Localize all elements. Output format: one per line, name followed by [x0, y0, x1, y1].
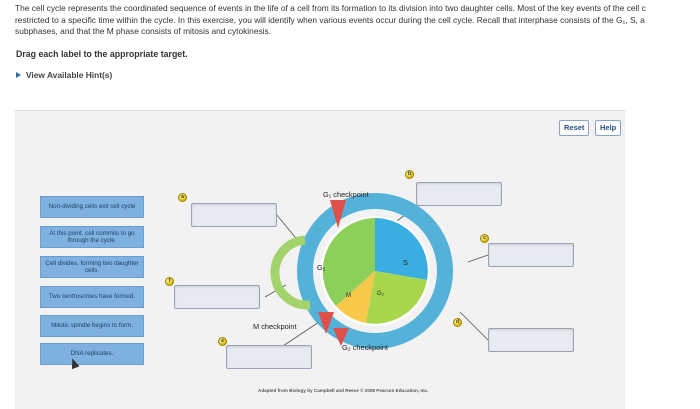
label-spindle[interactable]: Mitotic spindle begins to form.: [40, 315, 144, 337]
view-hints-toggle[interactable]: View Available Hint(s): [16, 70, 112, 80]
label-text: Mitotic spindle begins to form.: [51, 322, 133, 330]
marker-f-icon: f: [165, 277, 174, 286]
label-centrosomes[interactable]: Two centrosomes have formed.: [40, 286, 144, 308]
label-text: Cell divides, forming two daughter cells…: [45, 259, 139, 275]
reset-button[interactable]: Reset: [559, 120, 590, 136]
expand-triangle-icon: [16, 72, 21, 78]
s-phase-label: S: [403, 258, 408, 267]
drop-target-e[interactable]: [226, 345, 312, 369]
g0-loop: [270, 235, 311, 310]
drop-target-f[interactable]: [174, 285, 260, 309]
drop-target-b[interactable]: [416, 182, 502, 206]
intro-line-3: subphases, and that the M phase consists…: [15, 26, 272, 37]
label-commits-cycle[interactable]: At this point, cell commits to go throug…: [40, 226, 144, 248]
m-phase-label: M: [346, 293, 351, 299]
s-wedge: [375, 218, 428, 280]
label-text: DNA replicates.: [70, 350, 114, 358]
instruction-text: Drag each label to the appropriate targe…: [16, 49, 188, 59]
drop-target-c[interactable]: [488, 243, 574, 267]
marker-e-icon: e: [218, 337, 227, 346]
g2-checkpoint-label: G₂ checkpoint: [342, 343, 389, 352]
label-cell-divides[interactable]: Cell divides, forming two daughter cells…: [40, 256, 144, 278]
g2-phase-label: G₂: [377, 291, 384, 297]
g1-checkpoint-marker: [330, 200, 346, 228]
marker-c-icon: c: [480, 234, 489, 243]
label-text: Non-dividing cells exit cell cycle: [48, 203, 136, 211]
label-non-dividing[interactable]: Non-dividing cells exit cell cycle: [40, 196, 144, 218]
intro-line-1: The cell cycle represents the coordinate…: [15, 3, 646, 13]
label-dna-replicates[interactable]: DNA replicates.: [40, 343, 144, 365]
marker-d-icon: d: [453, 318, 462, 327]
g1-phase-label: G₁: [317, 263, 326, 272]
view-hints-label: View Available Hint(s): [26, 70, 113, 80]
label-text: At this point, cell commits to go throug…: [49, 229, 135, 245]
credit-text: Adapted from Biology by Campbell and Ree…: [258, 388, 429, 393]
intro-line-2: restricted to a specific time within the…: [15, 14, 645, 25]
m-checkpoint-marker: [318, 312, 334, 334]
drop-target-d[interactable]: [488, 328, 574, 352]
marker-a-icon: a: [178, 193, 187, 202]
g1-checkpoint-label: G₁ checkpoint: [323, 190, 369, 199]
help-button[interactable]: Help: [595, 120, 622, 136]
m-checkpoint-label: M checkpoint: [253, 322, 297, 331]
marker-b-icon: b: [405, 170, 414, 179]
label-text: Two centrosomes have formed.: [48, 293, 136, 301]
g1-wedge: [322, 218, 375, 306]
drop-target-a[interactable]: [191, 203, 277, 227]
g2-checkpoint-marker: [333, 328, 349, 346]
intro-text: The cell cycle represents the coordinate…: [15, 3, 700, 38]
outer-ring: [297, 193, 453, 349]
m-wedge: [336, 271, 375, 323]
g2-wedge: [366, 271, 427, 324]
